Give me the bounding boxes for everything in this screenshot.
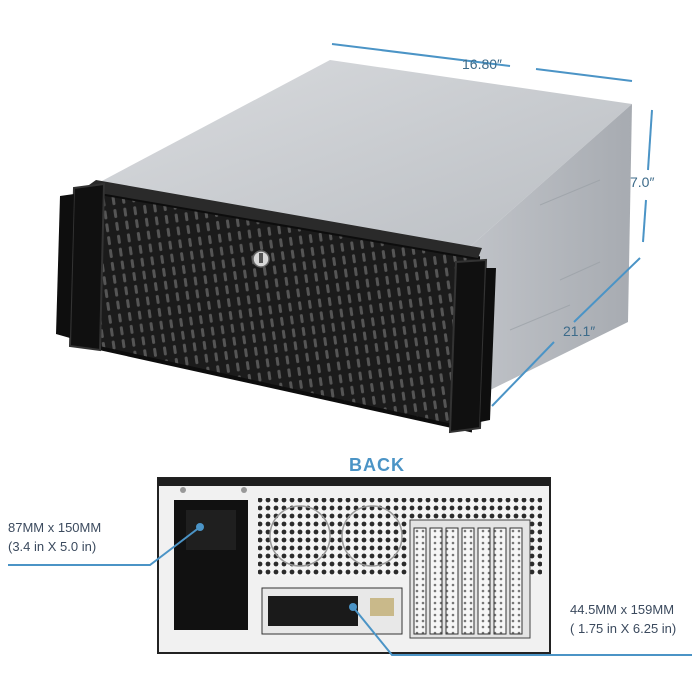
height-dimension-line: [647, 109, 653, 171]
psu-leader-line: [8, 526, 201, 566]
psu-metric: 87MM x 150MM: [8, 520, 102, 535]
rear-fan-mount: [269, 505, 331, 567]
right-rack-handle: [448, 258, 488, 434]
expansion-slot: [461, 527, 475, 635]
expansion-slot: [477, 527, 491, 635]
width-dimension-line: [331, 43, 511, 67]
back-view-title: BACK: [349, 455, 405, 475]
drive-metric: 44.5MM x 159MM: [570, 602, 675, 617]
drive-opening-label: 44.5MM x 159MM ( 1.75 in X 6.25 in): [570, 600, 676, 638]
rear-fan-mount: [341, 505, 403, 567]
drive-imperial: ( 1.75 in X 6.25 in): [570, 621, 677, 636]
chassis-side-panel: [455, 104, 632, 395]
expansion-slot: [413, 527, 427, 635]
depth-dimension-line: [573, 257, 641, 323]
dimension-lines: [331, 43, 653, 407]
expansion-slot: [493, 527, 507, 635]
expansion-slots: [413, 527, 523, 635]
expansion-slot: [445, 527, 459, 635]
chassis-back-view: [8, 477, 692, 656]
height-dimension-label: 7.0″: [630, 174, 655, 190]
expansion-slot: [509, 527, 523, 635]
width-dimension-label: 16.80″: [462, 56, 502, 72]
expansion-slot: [429, 527, 443, 635]
depth-dimension-label: 21.1″: [563, 323, 596, 339]
chassis-front-view: [56, 60, 632, 434]
psu-opening-label: 87MM x 150MM (3.4 in X 5.0 in): [8, 518, 101, 556]
drive-leader-line: [352, 606, 692, 656]
psu-imperial: (3.4 in X 5.0 in): [8, 539, 97, 554]
left-rack-handle: [68, 182, 106, 352]
